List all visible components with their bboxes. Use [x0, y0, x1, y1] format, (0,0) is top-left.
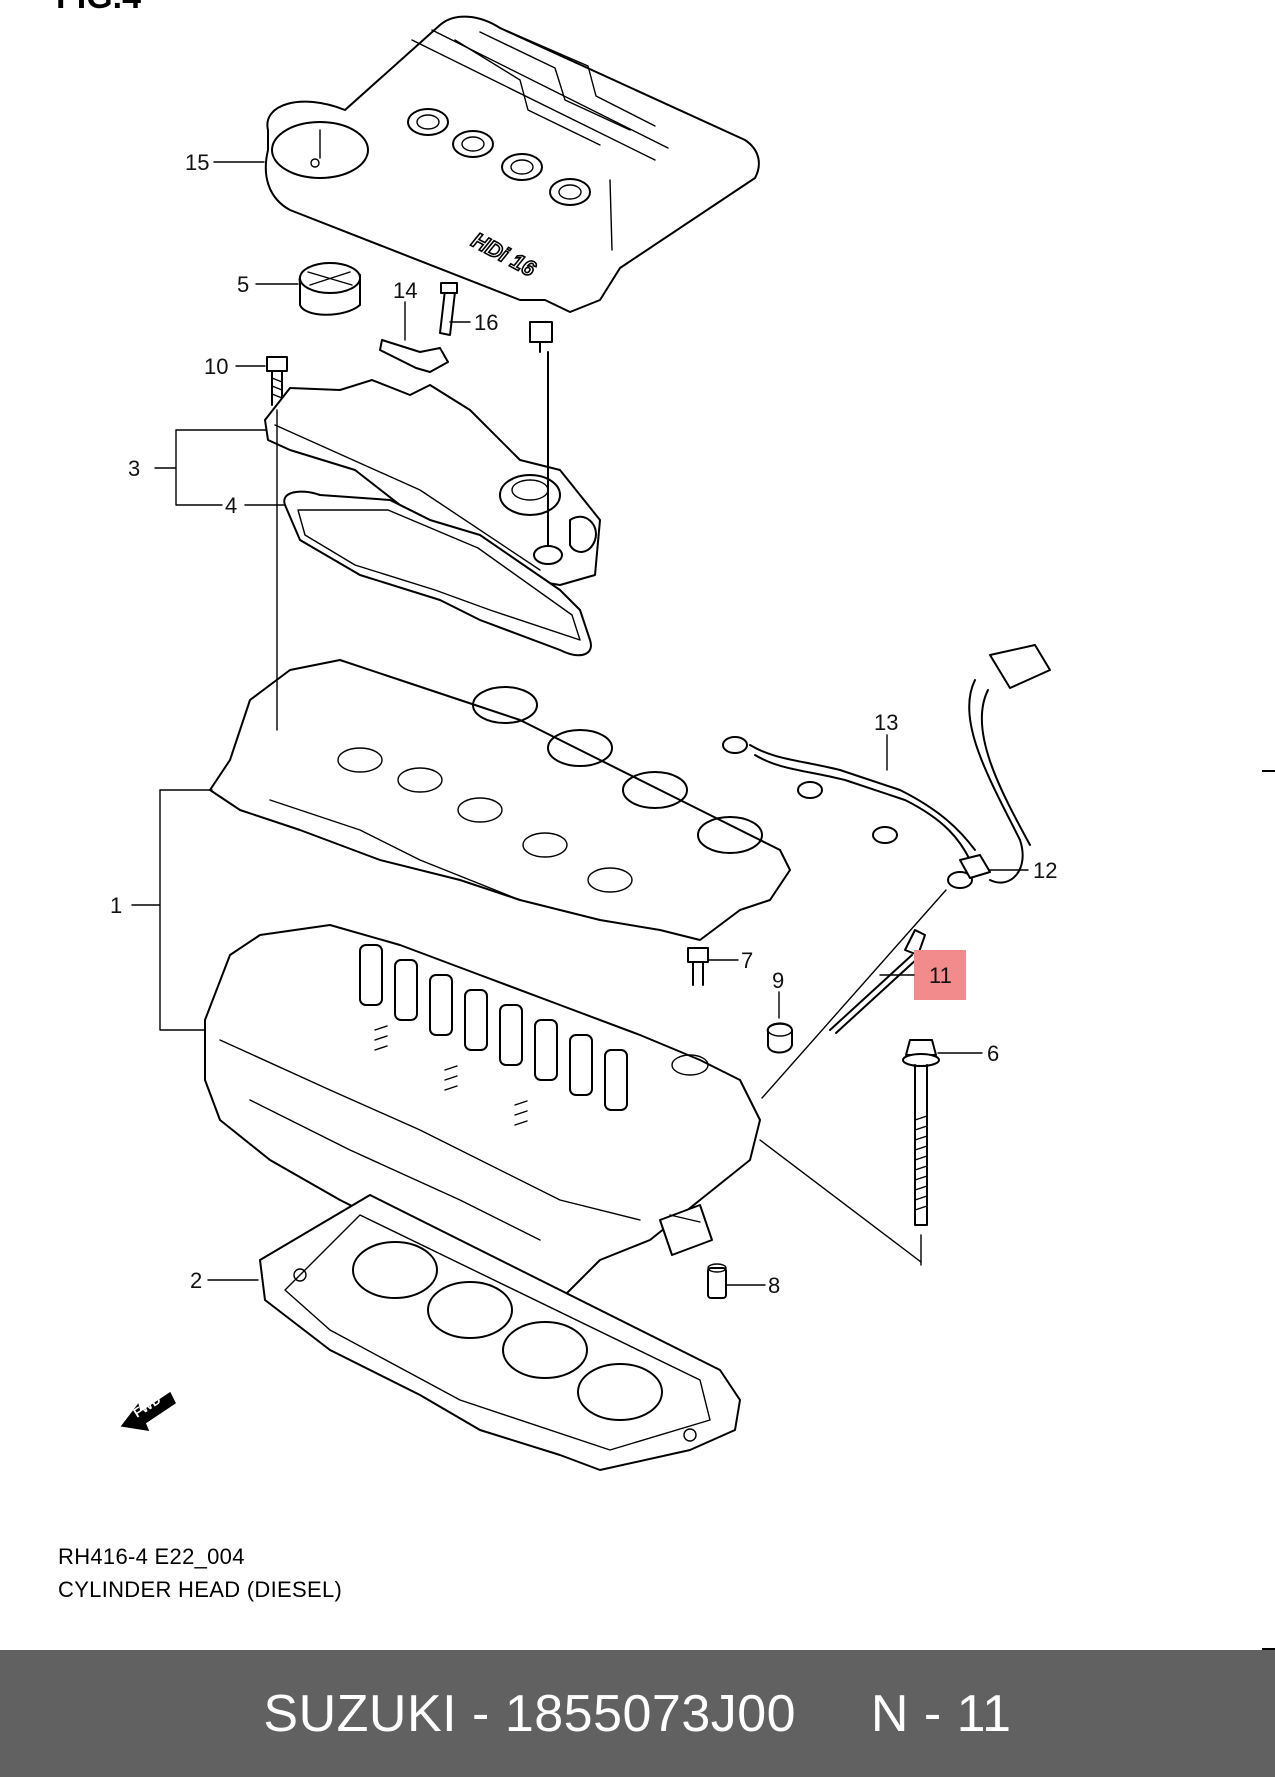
- cylinder-head-drawing: [204, 659, 791, 1301]
- exploded-parts-diagram: HDi 16: [110, 15, 1057, 1471]
- glow-plug-harness-drawing: [722, 644, 1051, 1099]
- oil-filler-cap-drawing: [298, 262, 361, 316]
- bolt-10-drawing: [266, 356, 288, 406]
- diagram-code: RH416-4 E22_004: [58, 1544, 245, 1569]
- svg-text:4: 4: [225, 493, 237, 518]
- svg-text:11: 11: [929, 963, 952, 988]
- callout-11: 11: [879, 950, 966, 1000]
- svg-text:13: 13: [874, 710, 898, 735]
- bolt-8-drawing: [707, 1263, 727, 1299]
- footer-bar: SUZUKI - 1855073J00 N - 11: [0, 1650, 1275, 1777]
- callout-9: 9: [772, 968, 784, 1019]
- head-gasket-drawing: [259, 1194, 741, 1471]
- svg-text:15: 15: [185, 150, 209, 175]
- svg-text:9: 9: [772, 968, 784, 993]
- svg-text:16: 16: [474, 310, 498, 335]
- callout-10: 10: [204, 354, 266, 379]
- svg-text:6: 6: [987, 1041, 999, 1066]
- svg-text:8: 8: [768, 1273, 780, 1298]
- svg-text:1: 1: [110, 893, 122, 918]
- callout-6: 6: [937, 1041, 999, 1066]
- callout-13: 13: [874, 710, 898, 771]
- svg-text:14: 14: [393, 278, 417, 303]
- diagram-title: CYLINDER HEAD (DIESEL): [58, 1577, 343, 1602]
- callout-15: 15: [185, 150, 265, 175]
- callout-4: 4: [225, 493, 285, 518]
- edge-mark: [1262, 1648, 1275, 1650]
- svg-text:7: 7: [741, 948, 753, 973]
- callout-14: 14: [393, 278, 417, 341]
- svg-text:12: 12: [1033, 858, 1057, 883]
- figure-label: FIG.4: [56, 0, 141, 17]
- callout-7: 7: [707, 948, 753, 973]
- callout-2: 2: [190, 1268, 259, 1293]
- valve-cover-drawing: [264, 351, 601, 586]
- svg-text:3: 3: [128, 456, 140, 481]
- forward-arrow-icon: FWD: [120, 1392, 176, 1431]
- valve-cover-gasket-drawing: [283, 490, 592, 657]
- sensor-drawing: [379, 282, 458, 373]
- plug-9-drawing: [766, 1022, 793, 1054]
- part-number-label: SUZUKI - 1855073J00 N - 11: [263, 1684, 1012, 1743]
- svg-text:2: 2: [190, 1268, 202, 1293]
- callout-12: 12: [989, 858, 1057, 883]
- callout-5: 5: [237, 272, 299, 297]
- bolt-7-drawing: [687, 947, 709, 986]
- callout-3: 3: [128, 429, 267, 506]
- edge-mark: [1262, 770, 1275, 772]
- callout-16: 16: [449, 310, 498, 335]
- bolt-6-drawing: [902, 1039, 940, 1266]
- callout-1: 1: [110, 789, 213, 1031]
- svg-text:5: 5: [237, 272, 249, 297]
- callout-8: 8: [726, 1273, 780, 1298]
- engine-cover-drawing: [264, 15, 760, 353]
- svg-text:10: 10: [204, 354, 228, 379]
